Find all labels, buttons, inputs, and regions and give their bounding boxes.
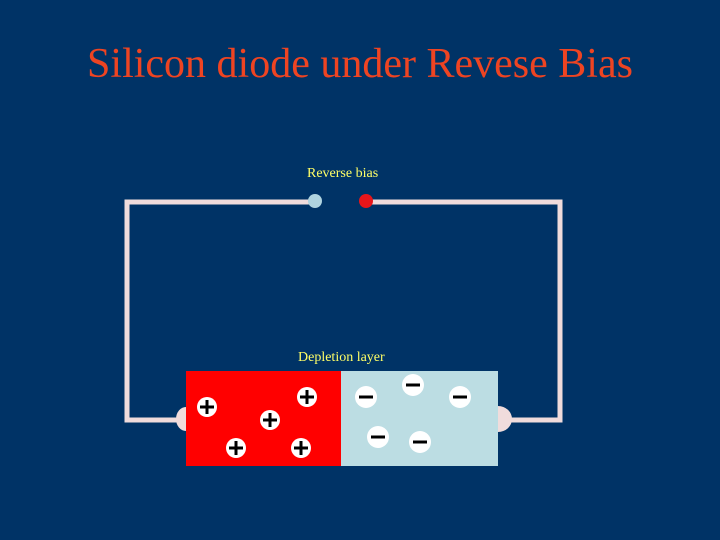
negative-charge <box>367 426 389 448</box>
right-wire <box>366 199 563 423</box>
positive-charge <box>297 387 317 407</box>
negative-charge <box>355 386 377 408</box>
slide-title: Silicon diode under Revese Bias <box>87 41 633 87</box>
positive-terminal <box>359 194 373 208</box>
positive-charge <box>260 410 280 430</box>
depletion-layer-label: Depletion layer <box>298 350 385 365</box>
reverse-bias-label: Reverse bias <box>307 166 379 181</box>
negative-charge <box>402 374 424 396</box>
negative-charge <box>449 386 471 408</box>
negative-charge <box>409 431 431 453</box>
negative-terminal <box>308 194 322 208</box>
left-wire <box>124 199 315 423</box>
positive-charge <box>197 397 217 417</box>
positive-charge <box>291 438 311 458</box>
positive-charge <box>226 438 246 458</box>
